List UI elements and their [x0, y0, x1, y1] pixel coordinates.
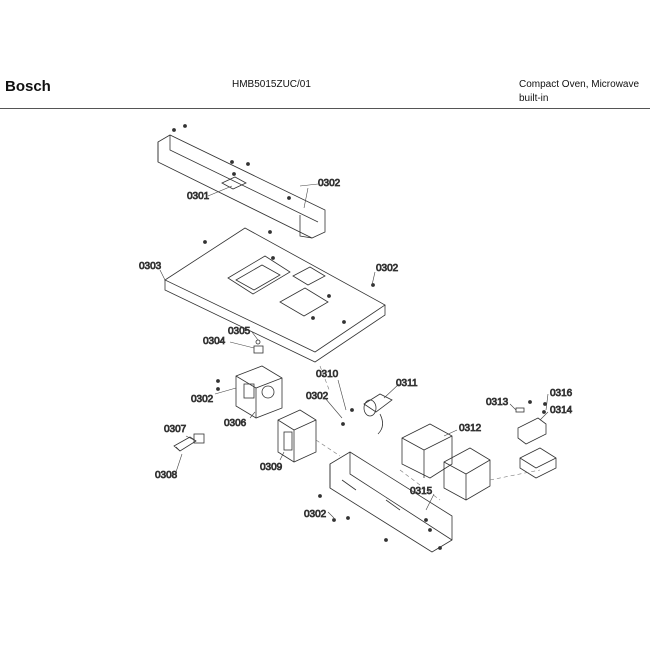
label-0306: 0306 — [224, 418, 247, 429]
label-0314: 0314 — [550, 405, 573, 416]
top-plate-part — [164, 227, 386, 363]
product-line-1: Compact Oven, Microwave — [519, 79, 640, 90]
label-0304: 0304 — [203, 336, 226, 347]
label-0302-plate: 0302 — [376, 263, 399, 274]
product-description: Compact Oven, Microwave built-in — [519, 78, 639, 106]
label-0303: 0303 — [139, 261, 162, 272]
leader-lines — [159, 183, 549, 519]
label-0310: 0310 — [316, 369, 339, 380]
label-0312: 0312 — [459, 423, 482, 434]
blower-part — [401, 423, 491, 501]
header-rule — [0, 108, 650, 109]
label-0302-mid: 0302 — [306, 391, 329, 402]
label-0301: 0301 — [187, 191, 210, 202]
clip-part — [515, 407, 525, 413]
label-0315: 0315 — [410, 486, 433, 497]
label-0305: 0305 — [228, 326, 251, 337]
label-0308: 0308 — [155, 470, 178, 481]
label-0302-bottom: 0302 — [304, 509, 327, 520]
label-0309: 0309 — [260, 462, 283, 473]
fuse-part — [173, 433, 205, 452]
control-board-part — [517, 400, 557, 479]
label-0302-top: 0302 — [318, 178, 341, 189]
top-rail-part — [157, 124, 326, 239]
base-bracket-part — [318, 451, 453, 553]
fan-motor-part — [341, 393, 393, 435]
label-0311: 0311 — [396, 378, 418, 389]
magnetron-part — [216, 365, 283, 419]
model-number: HMB5015ZUC/01 — [232, 79, 311, 90]
brand-name: Bosch — [5, 78, 51, 95]
dashed-connectors — [315, 365, 541, 501]
transformer-part — [277, 409, 317, 463]
label-0316: 0316 — [550, 388, 573, 399]
label-0313: 0313 — [486, 397, 509, 408]
product-line-2: built-in — [519, 93, 549, 104]
switch-part — [253, 339, 264, 354]
label-0302-left: 0302 — [191, 394, 214, 405]
label-0307: 0307 — [164, 424, 187, 435]
